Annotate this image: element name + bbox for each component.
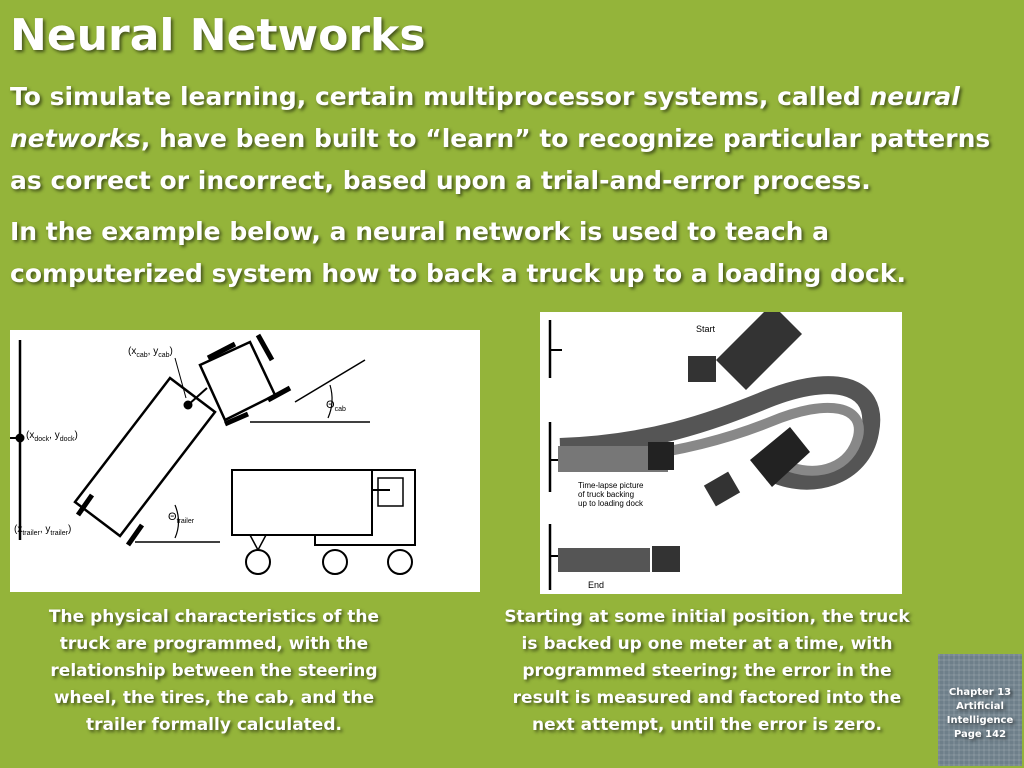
theta-trailer-label: Θtrailer [168,511,195,525]
badge-pattern [938,654,1022,766]
slide-title: Neural Networks [10,10,426,61]
intro-text-part2: , have been built to “learn” to recogniz… [10,124,991,195]
timelapse-svg: Start Time-lapse picture of truck backin… [548,304,881,590]
example-paragraph: In the example below, a neural network i… [10,217,906,288]
theta-cab-label: Θcab [326,399,346,413]
cab-position-label: (xcab, ycab) [128,346,173,359]
trailer-body [73,376,217,538]
badge-subject-1: Artificial [956,701,1004,712]
timelapse-caption-line1: Time-lapse picture [578,481,644,490]
start-label: Start [696,324,716,334]
caption-right: Starting at some initial position, the t… [504,607,910,735]
timelapse-diagram: Start Time-lapse picture of truck backin… [540,304,902,594]
intro-paragraph: To simulate learning, certain multiproce… [10,76,1010,202]
truck-geometry-svg: (xcab, ycab) (xdock, ydock) (xtrailer, y… [10,333,416,575]
end-label: End [588,580,604,590]
dock-position-label: (xdock, ydock) [26,430,78,443]
truck-geometry-diagram: (xcab, ycab) (xdock, ydock) (xtrailer, y… [10,330,480,592]
timelapse-caption-line2: of truck backing [578,490,634,499]
badge-chapter: Chapter 13 [948,687,1012,698]
intro-text-part1: To simulate learning, certain multiproce… [10,82,870,111]
badge-text: Chapter 13 Artificial Intelligence Page … [938,686,1022,742]
chapter-badge: Chapter 13 Artificial Intelligence Page … [938,654,1022,766]
trailer-position-label: (xtrailer, ytrailer) [14,524,71,537]
caption-left: The physical characteristics of the truc… [48,607,380,735]
intro-emphasis: neural networks [10,82,960,153]
timelapse-caption-line3: up to loading dock [578,499,644,508]
badge-page: Page 142 [953,729,1007,740]
badge-subject-2: Intelligence [946,715,1014,726]
